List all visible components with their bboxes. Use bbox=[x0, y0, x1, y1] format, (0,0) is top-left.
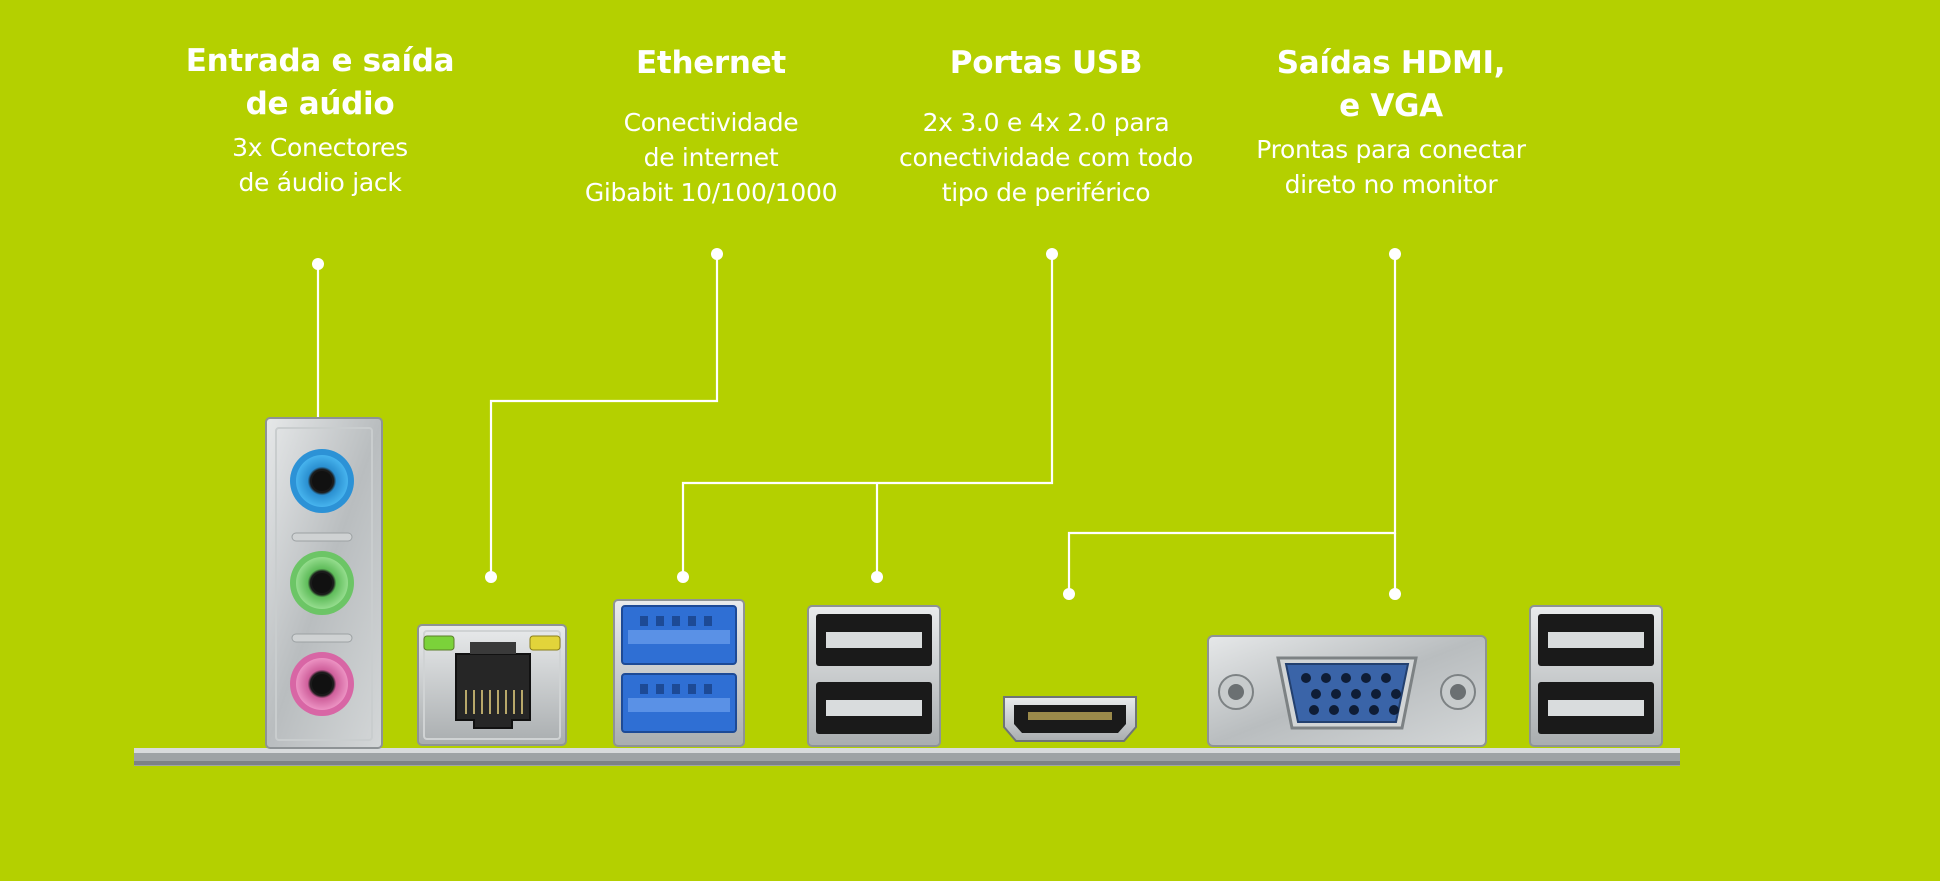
ethernet-callout-line bbox=[489, 254, 719, 577]
ethernet-port-icon bbox=[417, 624, 567, 746]
usb2-port-icon bbox=[1529, 605, 1663, 747]
audio-label: Entrada e saída de aúdio 3x Conectores d… bbox=[165, 40, 475, 200]
video-title: Saídas HDMI, e VGA bbox=[1276, 45, 1506, 124]
audio-title: Entrada e saída de aúdio bbox=[185, 43, 455, 122]
callout-lines bbox=[316, 254, 1397, 594]
video-callout-dot-top bbox=[1389, 248, 1401, 260]
audio-callout-dot bbox=[312, 258, 324, 270]
video-label: Saídas HDMI, e VGA Prontas para conectar… bbox=[1226, 42, 1556, 202]
callout-dots bbox=[312, 248, 1401, 600]
hdmi-callout-dot bbox=[1063, 588, 1075, 600]
ethernet-description: Conectividade de internet Gibabit 10/100… bbox=[584, 108, 838, 207]
ethernet-title: Ethernet bbox=[636, 45, 786, 81]
hdmi-port-icon bbox=[1003, 696, 1137, 742]
usb-callout-dot-top bbox=[1046, 248, 1058, 260]
ethernet-callout-dot-bottom bbox=[485, 571, 497, 583]
audio-jack-icon bbox=[265, 417, 383, 749]
usb2-callout-dot bbox=[871, 571, 883, 583]
video-callout-line bbox=[1067, 254, 1397, 594]
usb-label: Portas USB 2x 3.0 e 4x 2.0 para conectiv… bbox=[866, 42, 1226, 210]
usb-title: Portas USB bbox=[949, 45, 1143, 81]
usb-description: 2x 3.0 e 4x 2.0 para conectividade com t… bbox=[899, 108, 1193, 207]
usb-callout-line bbox=[681, 254, 1054, 577]
usb3-callout-dot bbox=[677, 571, 689, 583]
base-rail bbox=[134, 748, 1680, 766]
vga-callout-dot bbox=[1389, 588, 1401, 600]
ethernet-callout-dot-top bbox=[711, 248, 723, 260]
audio-description: 3x Conectores de áudio jack bbox=[232, 133, 408, 197]
usb3-port-icon bbox=[613, 599, 745, 747]
video-description: Prontas para conectar direto no monitor bbox=[1256, 135, 1526, 199]
ethernet-label: Ethernet Conectividade de internet Gibab… bbox=[556, 42, 866, 210]
usb2-port-icon bbox=[807, 605, 941, 747]
vga-port-icon bbox=[1207, 635, 1487, 747]
